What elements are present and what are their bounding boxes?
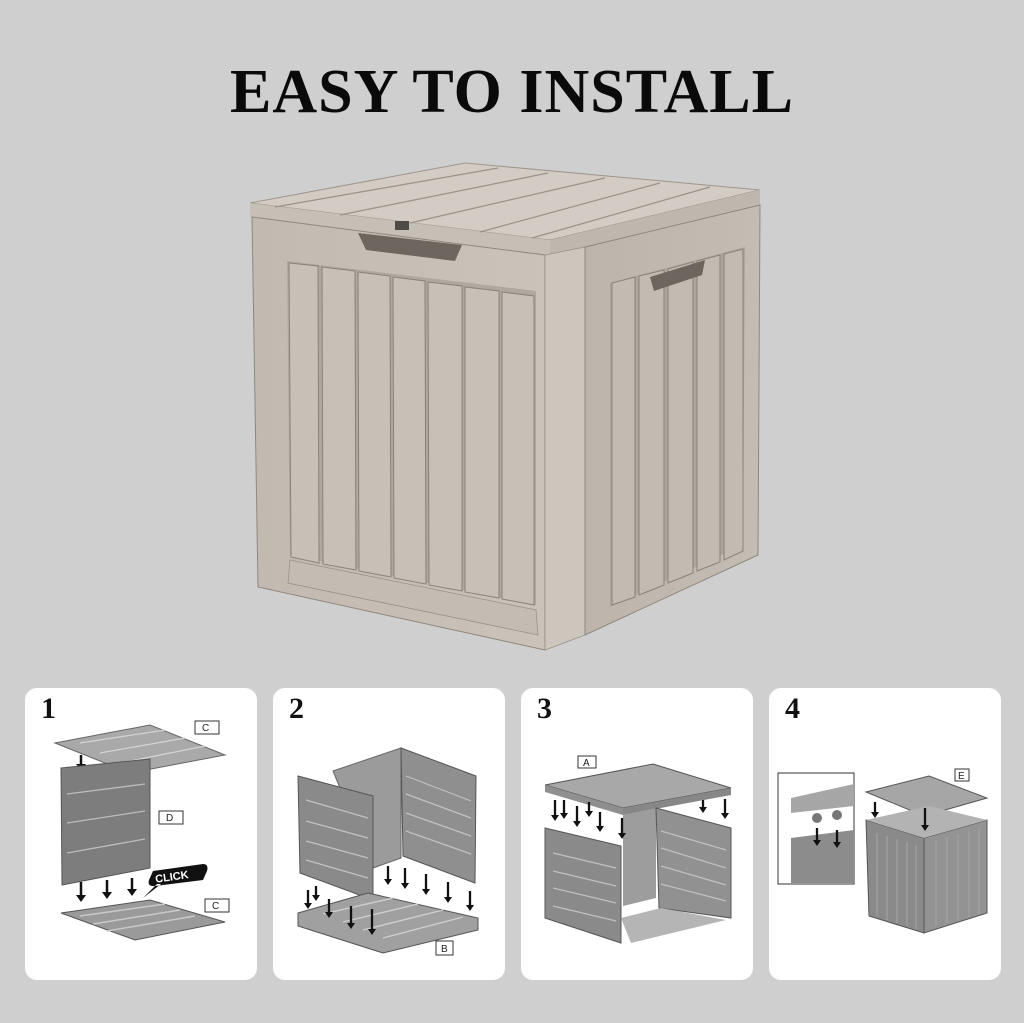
step-card-3: 3 A [521,688,753,980]
deck-box-illustration [249,162,761,651]
click-callout: CLICK [154,869,189,886]
step-card-2: 2 B [273,688,505,980]
step-3-diagram: A [544,755,732,944]
step-number: 4 [785,692,800,725]
step-card-4: 4 E [769,688,1001,980]
step-4-diagram: E [777,768,989,934]
headline: EASY TO INSTALL [229,58,795,126]
step-number: 2 [289,692,304,725]
step-number: 1 [41,692,56,725]
step-card-1: 1 C D CLICK C [25,688,257,980]
label-a: A [583,758,590,769]
label-c-top: C [202,723,209,734]
label-d: D [166,813,173,824]
step-1-diagram: C D CLICK C [53,720,230,941]
label-e: E [958,771,965,782]
step-number: 3 [537,692,552,725]
label-b: B [441,944,448,955]
label-c-bottom: C [212,901,219,912]
step-2-diagram: B [297,747,479,956]
